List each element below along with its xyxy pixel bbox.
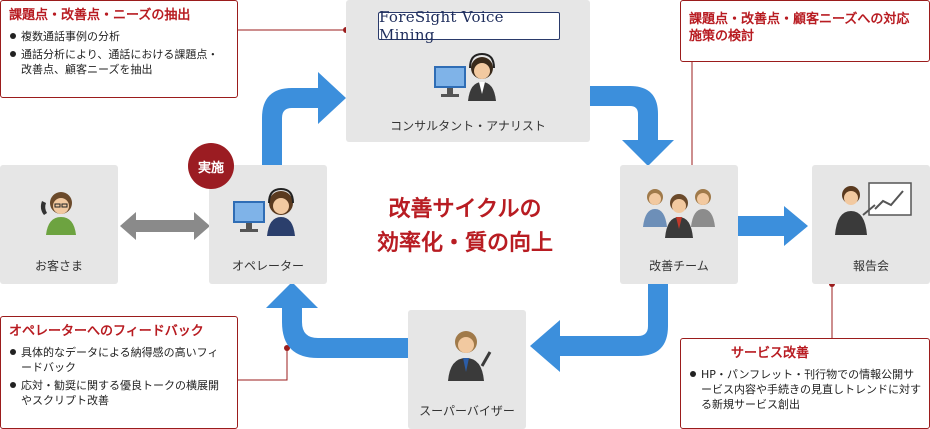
note-service-list: HP・パンフレット・刊行物での情報公開サービス内容や手続きの見直しトレンドに対す… <box>689 367 921 412</box>
list-item: HP・パンフレット・刊行物での情報公開サービス内容や手続きの見直しトレンドに対す… <box>689 367 921 412</box>
customer-node: お客さま <box>0 165 118 284</box>
operator-node: オペレーター <box>209 165 327 284</box>
arrow-operator-to-consultant <box>262 72 346 165</box>
note-connector-lines <box>238 29 833 381</box>
team-node: 改善チーム <box>620 165 738 284</box>
note-extract: 課題点・改善点・ニーズの抽出 複数通話事例の分析 通話分析により、通話における課… <box>0 0 238 98</box>
note-measures-title: 課題点・改善点・顧客ニーズへの対応施策の検討 <box>689 12 910 44</box>
supervisor-node: スーパーバイザー <box>408 310 526 429</box>
team-icon <box>643 189 715 238</box>
note-feedback-title: オペレーターへのフィードバック <box>9 324 204 339</box>
operator-label: オペレーター <box>231 259 304 273</box>
arrow-team-to-report <box>738 206 808 246</box>
note-extract-list: 複数通話事例の分析 通話分析により、通話における課題点・改善点、顧客ニーズを抽出 <box>9 29 229 77</box>
arrow-team-to-supervisor <box>530 284 668 372</box>
team-label: 改善チーム <box>649 259 709 273</box>
supervisor-icon <box>448 331 492 381</box>
cycle-arrows <box>262 72 808 372</box>
consultant-icon <box>434 52 496 101</box>
report-label: 報告会 <box>852 259 889 273</box>
note-service: サービス改善 HP・パンフレット・刊行物での情報公開サービス内容や手続きの見直し… <box>680 338 930 429</box>
operator-icon <box>233 187 295 236</box>
list-item: 具体的なデータによる納得感の高いフィードバック <box>9 345 229 375</box>
supervisor-label: スーパーバイザー <box>419 404 515 418</box>
note-feedback-list: 具体的なデータによる納得感の高いフィードバック 応対・勧奨に関する優良トークの横… <box>9 345 229 408</box>
center-title: 改善サイクルの 効率化・質の向上 <box>360 193 570 261</box>
implementation-badge: 実施 <box>188 143 234 189</box>
list-item: 応対・勧奨に関する優良トークの横展開やスクリプト改善 <box>9 378 229 408</box>
center-title-line1: 改善サイクルの <box>388 197 542 222</box>
note-feedback: オペレーターへのフィードバック 具体的なデータによる納得感の高いフィードバック … <box>0 316 238 429</box>
presentation-icon <box>835 182 912 235</box>
arrow-supervisor-to-operator <box>266 282 408 358</box>
list-item: 通話分析により、通話における課題点・改善点、顧客ニーズを抽出 <box>9 47 229 77</box>
note-extract-title: 課題点・改善点・ニーズの抽出 <box>9 8 191 23</box>
note-measures: 課題点・改善点・顧客ニーズへの対応施策の検討 <box>680 0 930 62</box>
customer-icon <box>40 192 76 235</box>
report-node: 報告会 <box>812 165 930 284</box>
arrow-consultant-to-team <box>590 86 674 166</box>
customer-label: お客さま <box>34 259 83 273</box>
foresight-logo: ForeSight Voice Mining <box>378 8 560 44</box>
consultant-label: コンサルタント・アナリスト <box>390 119 546 133</box>
center-title-line2: 効率化・質の向上 <box>376 231 553 256</box>
note-service-title: サービス改善 <box>731 346 810 361</box>
list-item: 複数通話事例の分析 <box>9 29 229 44</box>
double-arrow-customer-operator <box>120 212 210 240</box>
